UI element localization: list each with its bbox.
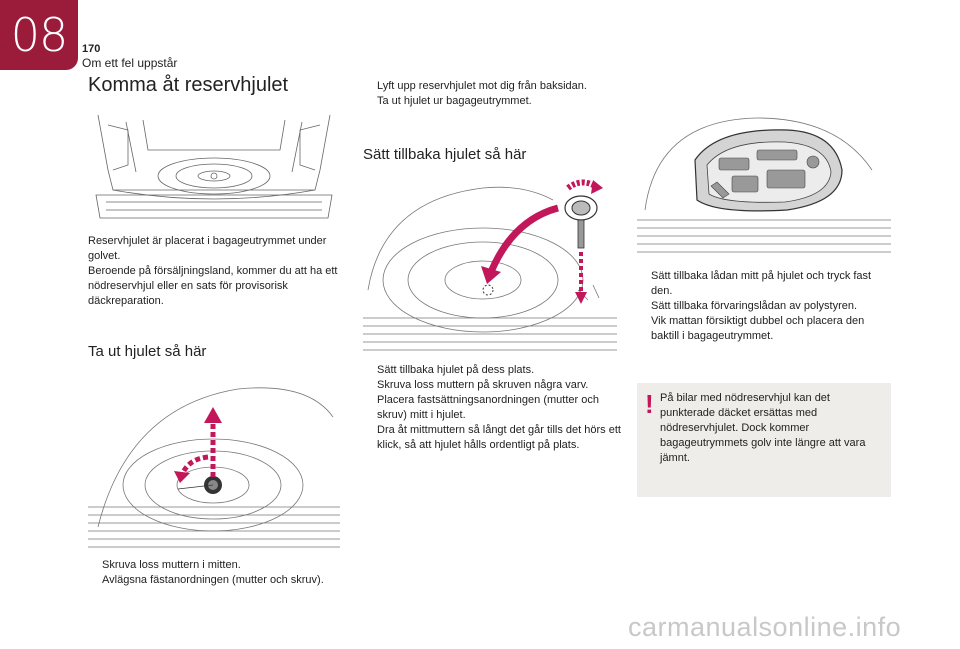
refit-wheel-illustration bbox=[363, 170, 617, 355]
list-item: Vik mattan försiktigt dubbel och placera… bbox=[651, 315, 865, 342]
warning-note-text: På bilar med nödreservhjul kan det punkt… bbox=[660, 392, 866, 464]
list-item: Ta ut hjulet ur bagageutrymmet. bbox=[377, 95, 532, 107]
warning-icon: ! bbox=[645, 389, 654, 419]
remove-wheel-drawing bbox=[88, 387, 340, 548]
section-title: Om ett fel uppstår bbox=[82, 56, 178, 70]
watermark: carmanualsonline.info bbox=[628, 612, 902, 642]
page-number: 170 bbox=[82, 43, 101, 55]
list-item: Placera fastsättningsanordningen (mutter… bbox=[377, 394, 599, 421]
list-item: Sätt tillbaka hjulet på dess plats. bbox=[377, 364, 535, 376]
list-item: Skruva loss muttern i mitten. bbox=[102, 559, 241, 571]
remove-steps-list: Skruva loss muttern i mitten. Avlägsna f… bbox=[88, 558, 343, 588]
lift-steps-list: Lyft upp reservhjulet mot dig från baksi… bbox=[363, 79, 623, 109]
refit-heading: Sätt tillbaka hjulet så här bbox=[363, 146, 527, 163]
replace-steps-list: Sätt tillbaka lådan mitt på hjulet och t… bbox=[637, 269, 891, 344]
remove-heading: Ta ut hjulet så här bbox=[88, 343, 207, 360]
chapter-tab: 08 bbox=[0, 0, 78, 70]
intro-paragraph-1: Reservhjulet är placerat i bagageutrymme… bbox=[88, 235, 327, 262]
trunk-illustration bbox=[88, 110, 340, 222]
list-item: Dra åt mittmuttern så långt det går till… bbox=[377, 424, 621, 451]
intro-paragraph-2: Beroende på försäljningsland, kommer du … bbox=[88, 265, 338, 307]
refit-wheel-drawing bbox=[363, 179, 617, 351]
remove-wheel-illustration bbox=[88, 377, 340, 552]
list-item: Lyft upp reservhjulet mot dig från baksi… bbox=[377, 80, 587, 92]
list-item: Avlägsna fästanordningen (mutter och skr… bbox=[102, 574, 324, 586]
warning-note: ! På bilar med nödreservhjul kan det pun… bbox=[637, 383, 891, 497]
refit-steps-list: Sätt tillbaka hjulet på dess plats. Skru… bbox=[363, 363, 623, 453]
storage-box-drawing bbox=[637, 117, 891, 253]
trunk-drawing bbox=[95, 114, 333, 219]
list-item: Sätt tillbaka förvaringslådan av polysty… bbox=[651, 300, 858, 312]
list-item: Sätt tillbaka lådan mitt på hjulet och t… bbox=[651, 270, 872, 297]
storage-box-illustration bbox=[637, 110, 891, 260]
list-item: Skruva loss muttern på skruven några var… bbox=[377, 379, 589, 391]
page-title: Komma åt reservhjulet bbox=[88, 74, 289, 96]
